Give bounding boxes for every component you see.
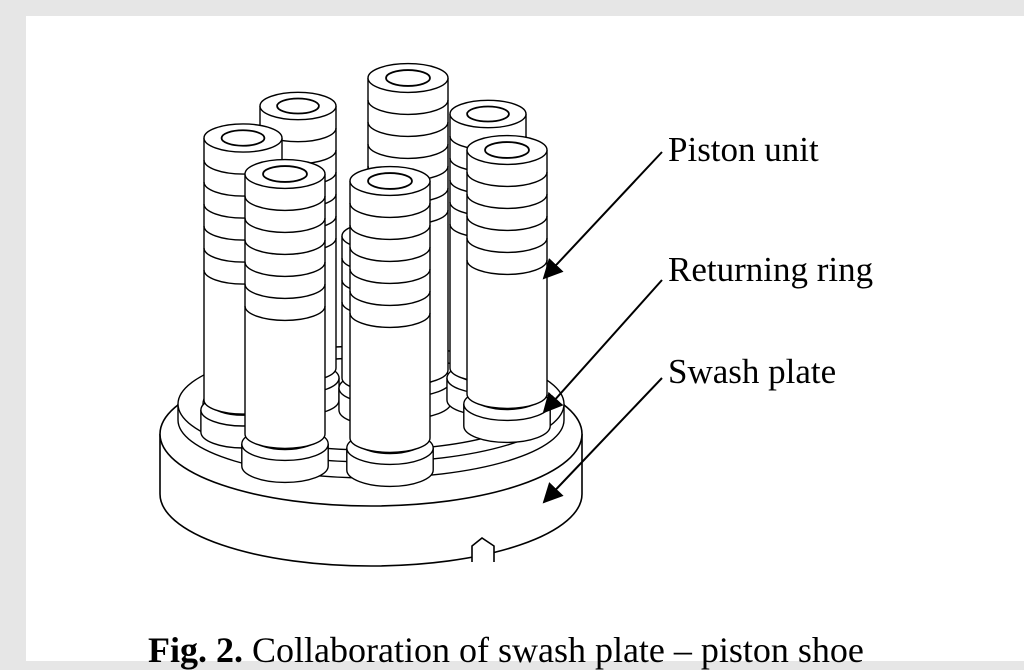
piston-unit-front-left: [241, 158, 329, 484]
piston-unit-arrow: [542, 151, 663, 280]
leader-arrows: [542, 151, 663, 504]
piston-unit-label: Piston unit: [668, 130, 819, 169]
piston-units-drawing: [200, 62, 551, 488]
piston-unit-mid-right: [463, 134, 551, 444]
figure-number: Fig. 2.: [148, 630, 243, 670]
piston-unit-front-center: [346, 165, 434, 488]
swash-plate-arrow: [542, 377, 663, 504]
returning-ring-arrow: [542, 279, 663, 414]
figure-page: Piston unit Returning ring Swash plate F…: [26, 16, 1024, 668]
swash-plate-label: Swash plate: [668, 352, 837, 391]
figure-caption: Fig. 2. Collaboration of swash plate – p…: [148, 632, 864, 668]
returning-ring-label: Returning ring: [668, 250, 874, 289]
figure-caption-text: Collaboration of swash plate – piston sh…: [252, 630, 864, 670]
piston-assembly-drawing: [159, 62, 663, 567]
